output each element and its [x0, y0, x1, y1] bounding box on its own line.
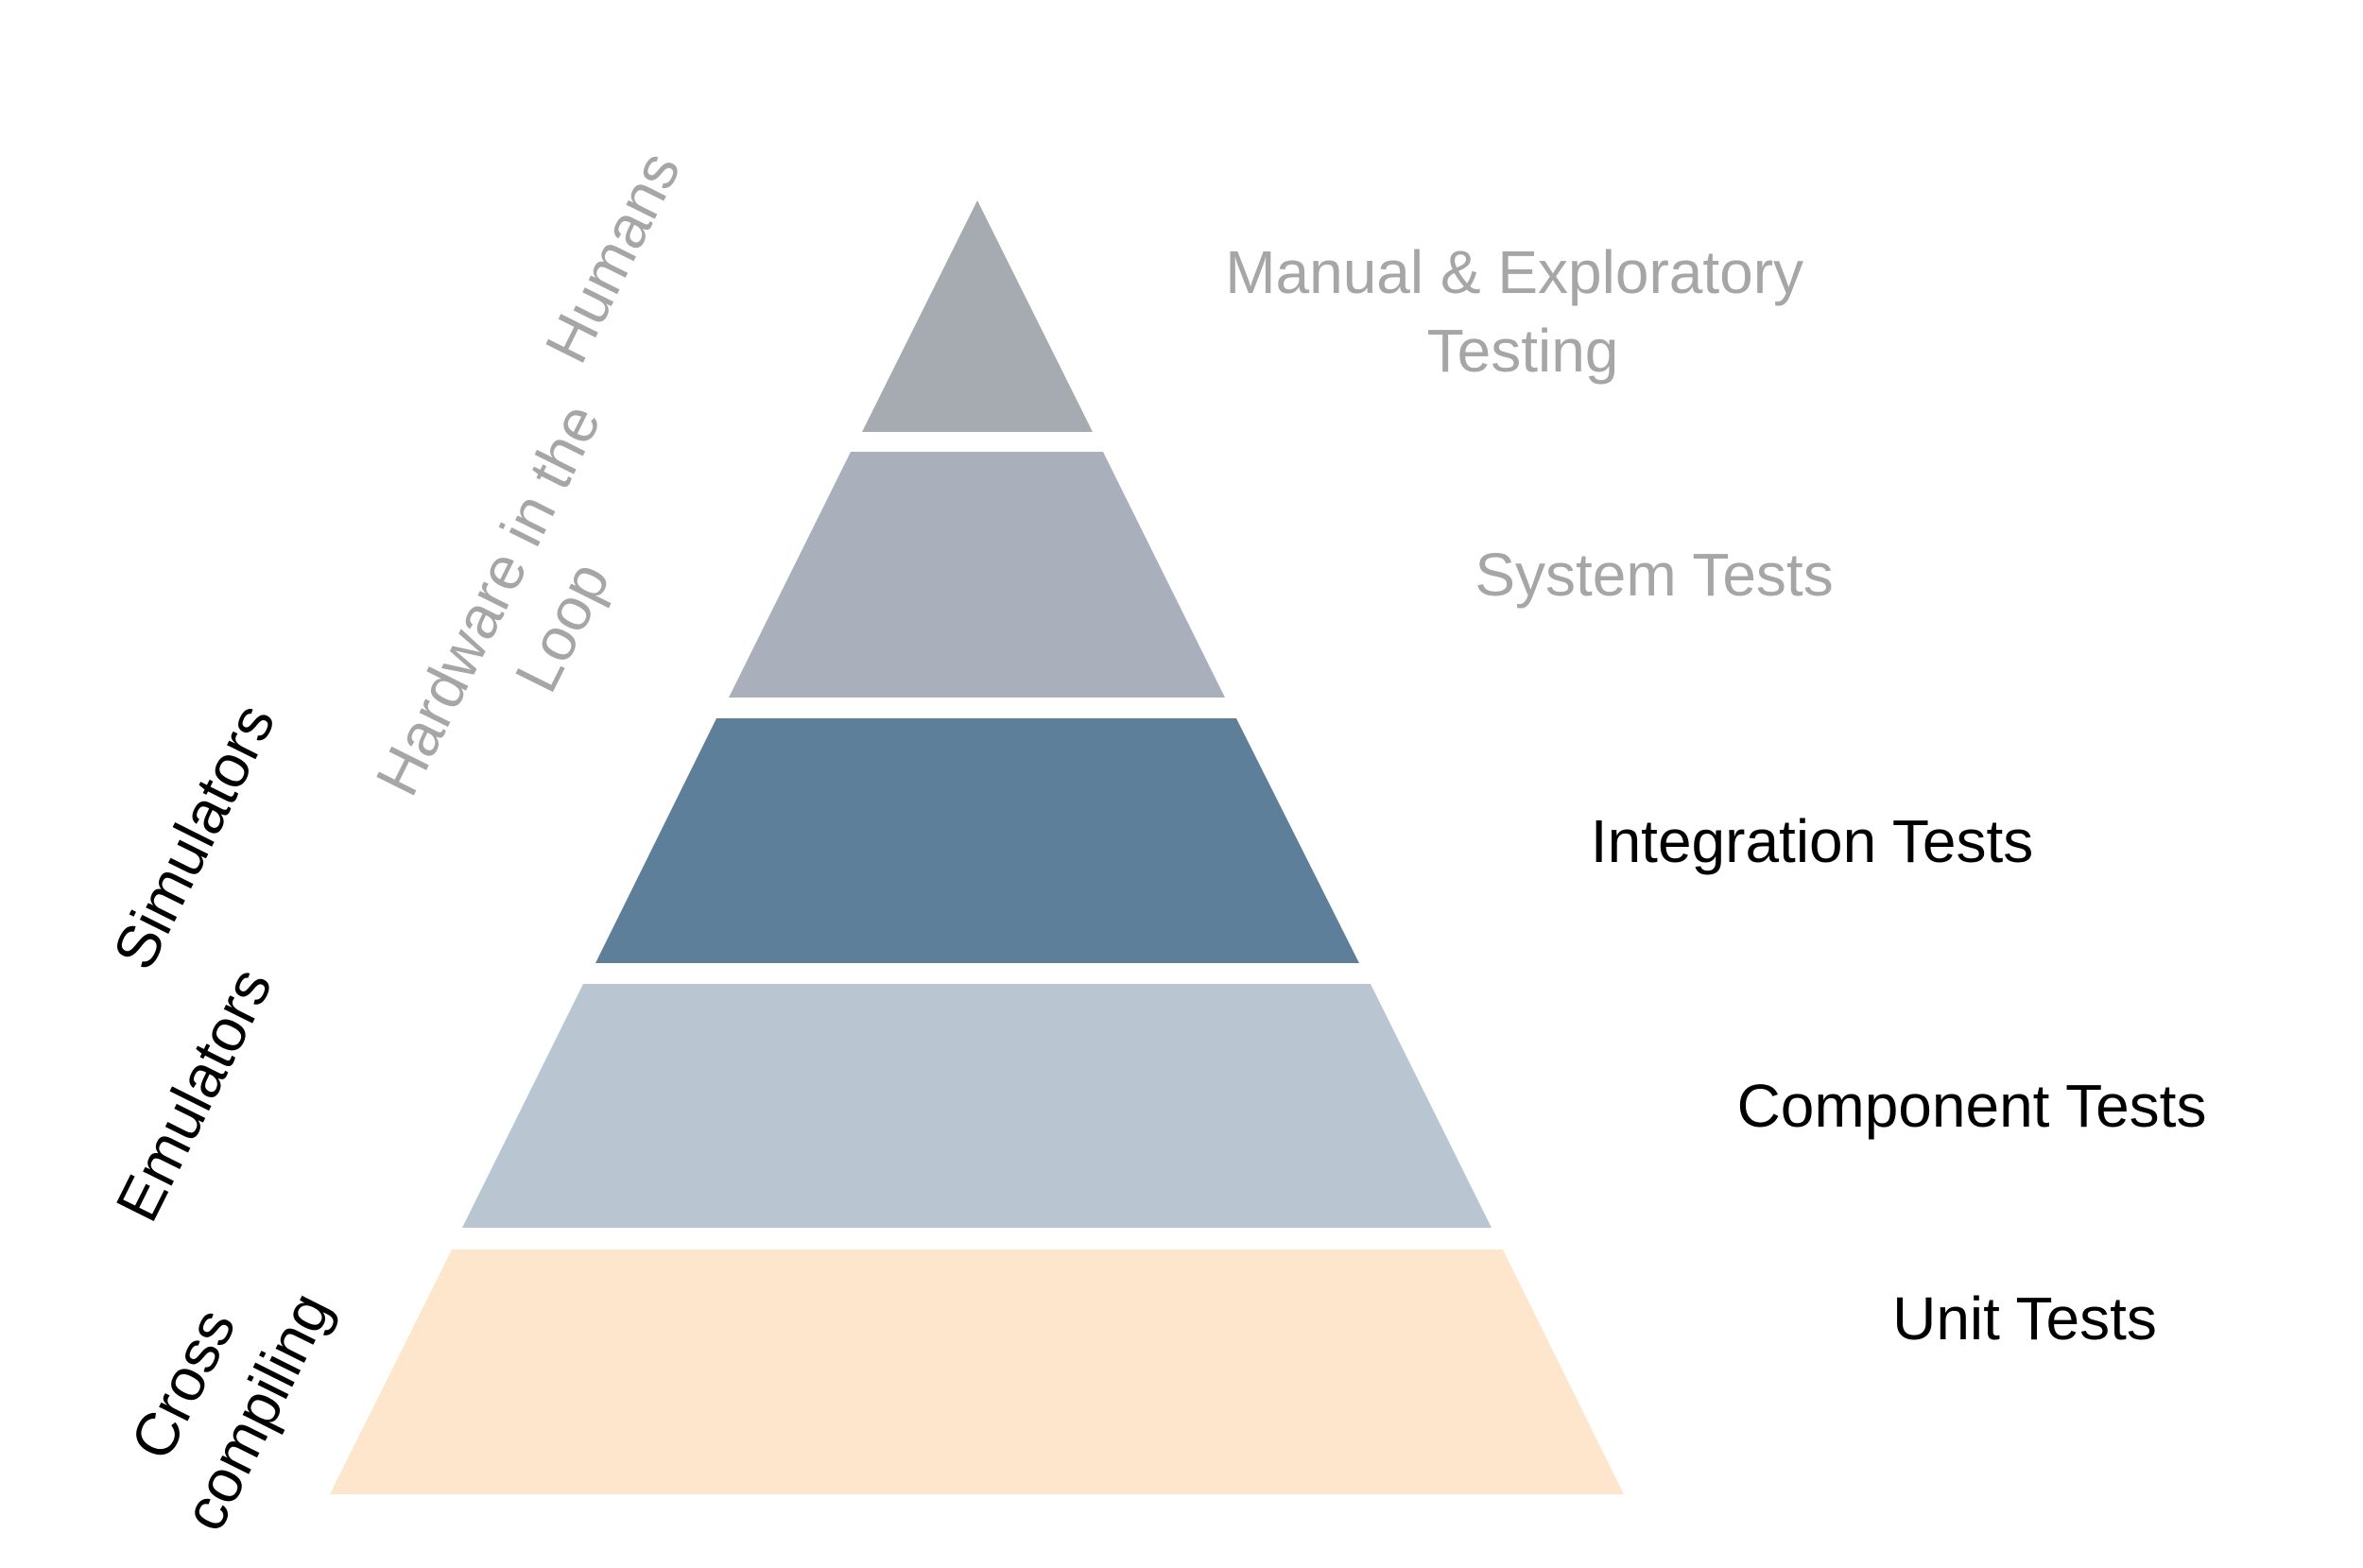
env-label-emulators: Emulators — [103, 957, 285, 1232]
pyramid-layer-manual-exploratory — [862, 200, 1093, 432]
level-label-integration-tests: Integration Tests — [1591, 807, 2033, 875]
level-label-component-tests: Component Tests — [1737, 1072, 2207, 1140]
pyramid-layer-system-tests — [729, 452, 1225, 698]
pyramid-layer-component-tests — [462, 984, 1492, 1228]
env-label-humans: Humans — [532, 141, 694, 372]
pyramid-layer-unit-tests — [330, 1249, 1624, 1494]
env-label-cross-compiling: Cross compiling — [99, 1247, 344, 1541]
env-label-line: Emulators — [103, 957, 285, 1232]
level-label-unit-tests: Unit Tests — [1892, 1284, 2157, 1353]
env-label-line: Simulators — [99, 694, 287, 980]
pyramid-layer-integration-tests — [595, 718, 1359, 963]
env-label-line: Humans — [532, 141, 694, 372]
env-label-hardware-in-the-loop: Hardware in the Loop — [362, 378, 691, 840]
level-label-line: Manual & Exploratory — [1225, 238, 1803, 306]
level-label-line: Testing — [1427, 317, 1619, 385]
level-label-manual-exploratory: Manual & Exploratory Testing — [1225, 238, 1820, 385]
env-label-simulators: Simulators — [99, 694, 287, 980]
level-label-system-tests: System Tests — [1475, 541, 1833, 609]
